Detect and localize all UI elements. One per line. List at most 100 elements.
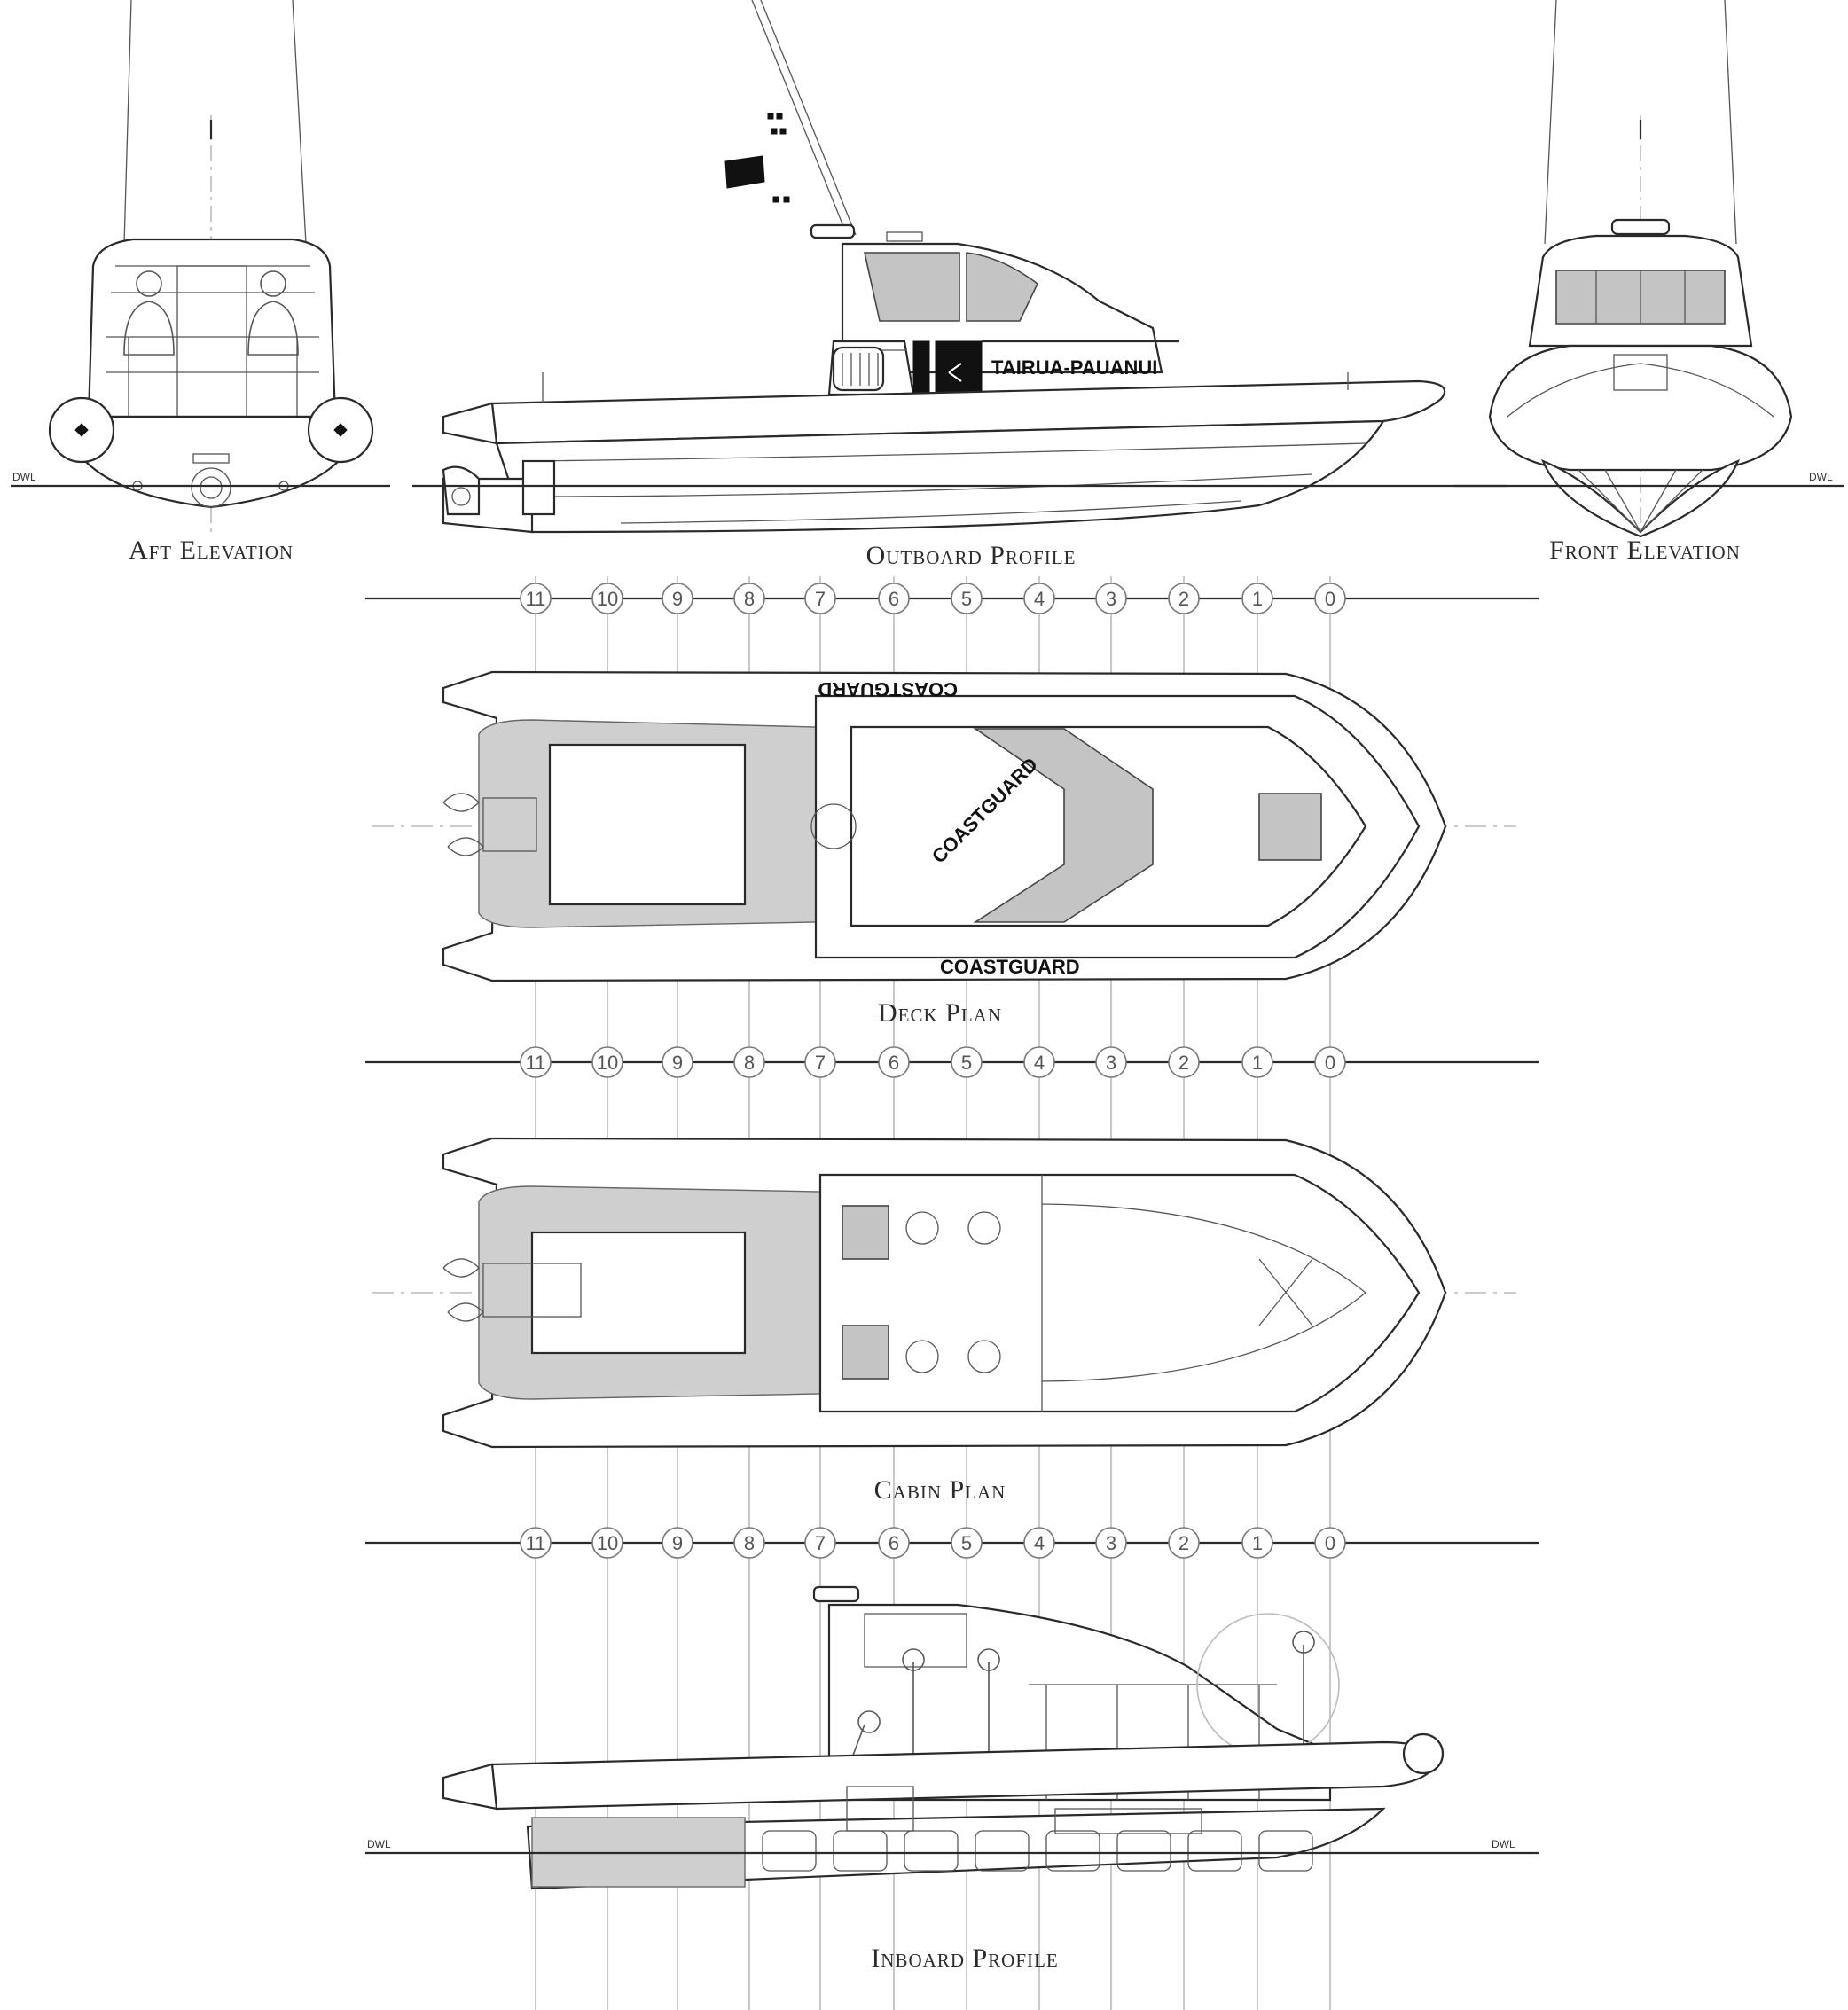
station-number: 0 [1325,588,1335,610]
station-number: 2 [1178,1052,1189,1074]
station-number: 1 [1252,588,1263,610]
station-circle [520,1527,552,1559]
station-number: 7 [815,1532,826,1554]
station-circle [1095,1046,1127,1078]
station-number: 4 [1034,1532,1045,1554]
station-number: 5 [961,1532,972,1554]
inboard-dwl-label-right: DWL [1492,1838,1515,1850]
station-circle [1095,1527,1127,1559]
inboard-profile-label: Inboard Profile [871,1944,1058,1973]
station-circle [878,583,910,614]
station-circle [591,1046,623,1078]
station-number: 0 [1325,1052,1335,1074]
station-circle [662,583,693,614]
station-number: 2 [1178,1532,1189,1554]
hull-frame-cell [904,1830,959,1872]
station-circle [1023,583,1055,614]
front-dwl-label: DWL [1809,471,1833,483]
station-circle [662,1527,693,1559]
station-number: 10 [597,588,618,610]
station-number: 6 [889,1052,899,1074]
station-number: 4 [1034,588,1045,610]
deck-plan-label: Deck Plan [878,998,1002,1028]
station-number: 9 [672,1052,683,1074]
station-circle [520,1046,552,1078]
station-number: 9 [672,1532,683,1554]
deck-coastguard-bottom: COASTGUARD [940,956,1080,978]
hull-frame-cell [1187,1830,1242,1872]
station-circle [1023,1046,1055,1078]
station-number: 8 [744,588,755,610]
station-number: 2 [1178,588,1189,610]
station-number: 3 [1106,588,1116,610]
cabin-plan-label: Cabin Plan [874,1475,1006,1505]
station-circle [1023,1527,1055,1559]
deck-coastguard-top: COASTGUARD [818,678,958,700]
station-circle [878,1046,910,1078]
station-circle [591,583,623,614]
station-circle [804,583,836,614]
station-circle [951,1046,983,1078]
station-number: 10 [597,1052,618,1074]
station-circle [1168,583,1200,614]
aft-elevation-label: Aft Elevation [129,536,294,565]
station-number: 9 [672,588,683,610]
hull-frame-cell [1045,1830,1100,1872]
station-circle [878,1527,910,1559]
front-elevation-view: DWL Front Elevation [1454,0,1844,565]
station-circle [520,583,552,614]
hull-frame-cell [975,1830,1030,1872]
station-circle [733,583,765,614]
station-number: 11 [526,1532,546,1554]
station-circle [591,1527,623,1559]
flag-icon [724,155,765,189]
station-circle [662,1046,693,1078]
aft-elevation-view: DWL Aft Elevation [11,0,390,565]
outboard-profile-view: TAIRUA-PAUANUI Outboard Profile [412,0,1507,570]
station-circle [951,583,983,614]
station-circle [1168,1527,1200,1559]
boat-name-marking: TAIRUA-PAUANUI [991,356,1157,379]
inboard-dwl-label-left: DWL [367,1838,391,1850]
station-number: 8 [744,1532,755,1554]
station-circle [1314,1046,1346,1078]
station-number: 4 [1034,1052,1045,1074]
station-number: 5 [961,588,972,610]
station-number: 3 [1106,1532,1116,1554]
hull-frame-cell [762,1830,817,1872]
station-circle [733,1046,765,1078]
station-number: 10 [597,1532,618,1554]
station-circle [1168,1046,1200,1078]
station-number: 6 [889,588,899,610]
station-number: 0 [1325,1532,1335,1554]
station-number: 1 [1252,1052,1263,1074]
station-circle [804,1527,836,1559]
station-number: 11 [526,1052,546,1074]
station-circle [1241,1527,1273,1559]
station-circle [1241,583,1273,614]
station-circle [733,1527,765,1559]
station-circle [1314,1527,1346,1559]
station-number: 5 [961,1052,972,1074]
station-number: 6 [889,1532,899,1554]
hull-frames [762,1830,1313,1872]
station-number: 7 [815,1052,826,1074]
station-circle [804,1046,836,1078]
station-number: 7 [815,588,826,610]
front-elevation-label: Front Elevation [1549,536,1741,565]
hull-frame-cell [1116,1830,1171,1872]
aft-dwl-label: DWL [12,471,36,483]
station-number: 11 [526,588,546,610]
station-circle [951,1527,983,1559]
station-circle [1095,583,1127,614]
hull-frame-cell [1258,1830,1313,1872]
station-number: 1 [1252,1532,1263,1554]
station-circle [1314,583,1346,614]
